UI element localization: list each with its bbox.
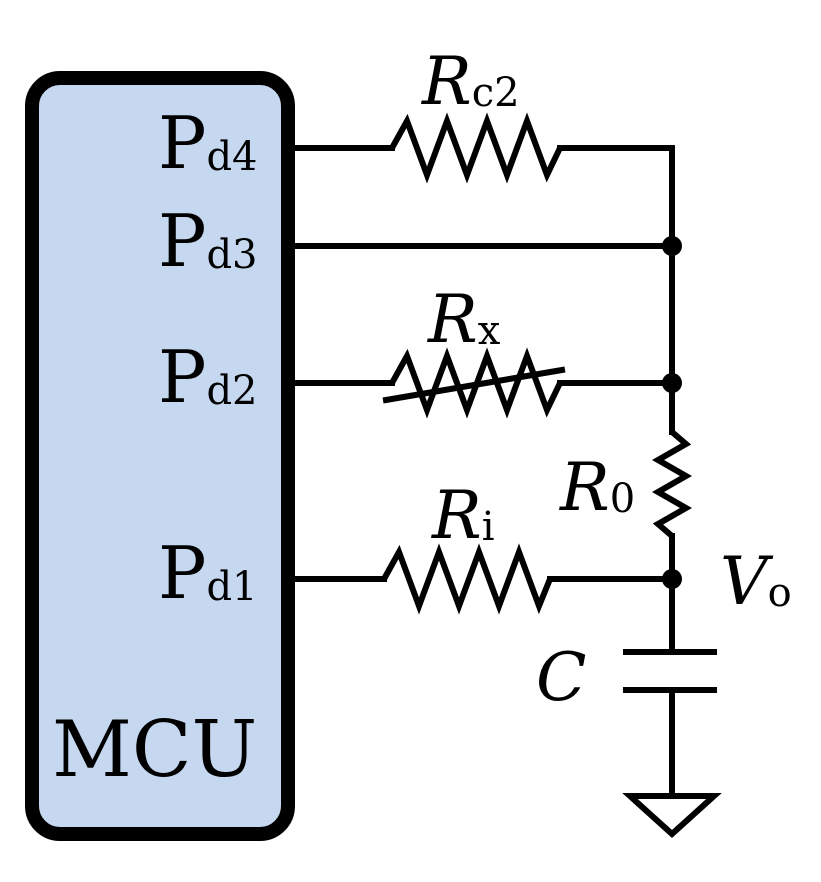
junction-node-pd2 — [662, 373, 682, 393]
wire-pd4 — [287, 112, 675, 184]
pin-pd2-label: Pd2 — [158, 335, 258, 419]
wire-pd2 — [287, 347, 675, 419]
wire-pd1 — [287, 543, 675, 615]
vo-label: Vo — [720, 543, 792, 620]
rc2-label: Rc2 — [421, 43, 520, 120]
mcu-block — [25, 71, 295, 841]
mcu-label: MCU — [52, 705, 257, 795]
rx-label: Rx — [427, 281, 501, 358]
ground-icon — [622, 793, 722, 839]
capacitor-c — [623, 649, 717, 693]
ri-label: Ri — [431, 477, 495, 554]
resistor-r0 — [651, 429, 693, 539]
resistor-rc2 — [389, 112, 563, 184]
junction-node-pd3 — [662, 236, 682, 256]
rx-variable-arrow — [382, 366, 566, 404]
r0-label: R0 — [559, 449, 635, 526]
resistor-ri — [381, 543, 553, 615]
junction-node-vo — [662, 569, 682, 589]
pin-pd4-label: Pd4 — [158, 101, 258, 185]
pin-pd3-label: Pd3 — [158, 199, 258, 283]
pin-pd1-label: Pd1 — [158, 531, 258, 615]
c-label: C — [536, 639, 587, 716]
